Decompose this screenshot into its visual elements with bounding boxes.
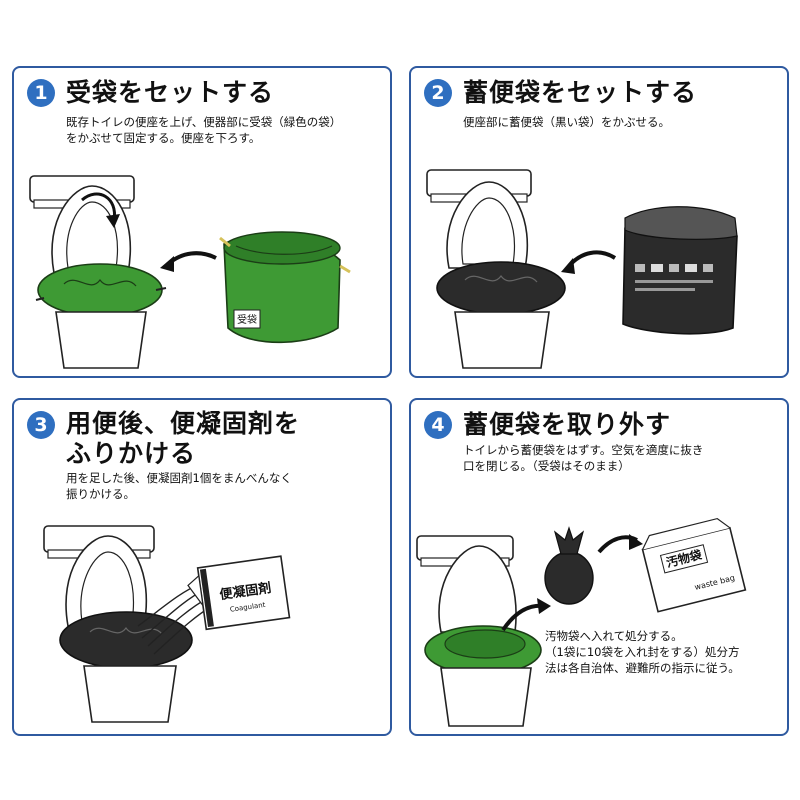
step-number-badge: 4	[424, 411, 452, 439]
step-number-badge: 2	[424, 79, 452, 107]
step-3-panel: 3 用便後、便凝固剤を ふりかける 用を足した後、便凝固剤1個をまんべんなく 振…	[12, 398, 392, 736]
step-number-badge: 1	[27, 79, 55, 107]
step-title: 用便後、便凝固剤を ふりかける	[66, 409, 301, 468]
step-description: 用を足した後、便凝固剤1個をまんべんなく 振りかける。	[66, 471, 292, 501]
bag-label: 受袋	[237, 313, 257, 326]
step-2-panel: 2 蓄便袋をセットする 便座部に蓄便袋（黒い袋）をかぶせる。	[409, 66, 789, 378]
step-description: 既存トイレの便座を上げ、便器部に受袋（緑色の袋） をかぶせて固定する。便座を下ろ…	[66, 115, 342, 145]
step-1-illustration: 受袋	[29, 175, 351, 369]
step-4-illustration: 汚物袋 waste bag	[416, 517, 747, 727]
step-4-panel: 4 蓄便袋を取り外す トイレから蓄便袋をはずす。空気を適度に抜き 口を閉じる。（…	[409, 398, 789, 736]
packet-label: 便凝固剤	[219, 580, 273, 603]
step-title: 受袋をセットする	[66, 78, 275, 107]
disposal-note: 汚物袋へ入れて処分する。 （1袋に10袋を入れ封をする）処分方 法は各自治体、避…	[545, 629, 740, 675]
step-1-panel: 1 受袋をセットする 既存トイレの便座を上げ、便器部に受袋（緑色の袋） をかぶせ…	[12, 66, 392, 378]
step-number-badge: 3	[27, 411, 55, 439]
step-2-illustration	[426, 169, 738, 369]
step-title: 蓄便袋をセットする	[463, 78, 698, 107]
step-3-illustration: 便凝固剤 Coagulant	[43, 525, 291, 723]
step-description: トイレから蓄便袋をはずす。空気を適度に抜き 口を閉じる。（受袋はそのまま）	[463, 443, 704, 473]
step-title: 蓄便袋を取り外す	[463, 410, 672, 439]
step-description: 便座部に蓄便袋（黒い袋）をかぶせる。	[463, 115, 670, 129]
